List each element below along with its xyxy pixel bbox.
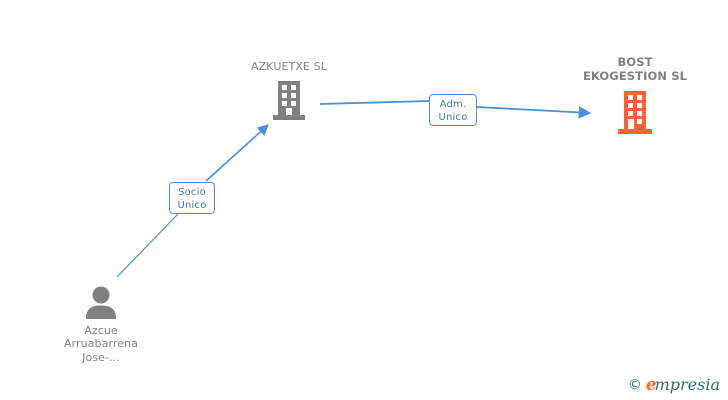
brand-initial: e	[645, 375, 657, 395]
brand-rest: mpresia	[654, 375, 720, 394]
brand-logo: empresia	[646, 375, 720, 394]
building-icon	[273, 81, 305, 121]
node-azcue-arruabarrena[interactable]: Azcue Arruabarrena Jose-...	[45, 285, 157, 364]
node-azkuetxe-sl[interactable]: AZKUETXE SL	[232, 60, 346, 121]
edge-label-adm-unico[interactable]: Adm. Unico	[429, 94, 477, 126]
empresia-watermark: © empresia	[628, 375, 720, 394]
person-icon	[86, 286, 116, 319]
copyright-icon: ©	[627, 376, 642, 393]
edge-label-socio-unico[interactable]: Socio Único	[169, 182, 215, 214]
node-azkuetxe-sl-label: AZKUETXE SL	[251, 60, 327, 73]
node-bost-ekogestion-sl[interactable]: BOST EKOGESTION SL	[570, 55, 700, 135]
node-bost-ekogestion-sl-label: BOST EKOGESTION SL	[582, 55, 688, 84]
node-azcue-arruabarrena-label: Azcue Arruabarrena Jose-...	[63, 324, 139, 364]
building-icon	[618, 91, 652, 135]
